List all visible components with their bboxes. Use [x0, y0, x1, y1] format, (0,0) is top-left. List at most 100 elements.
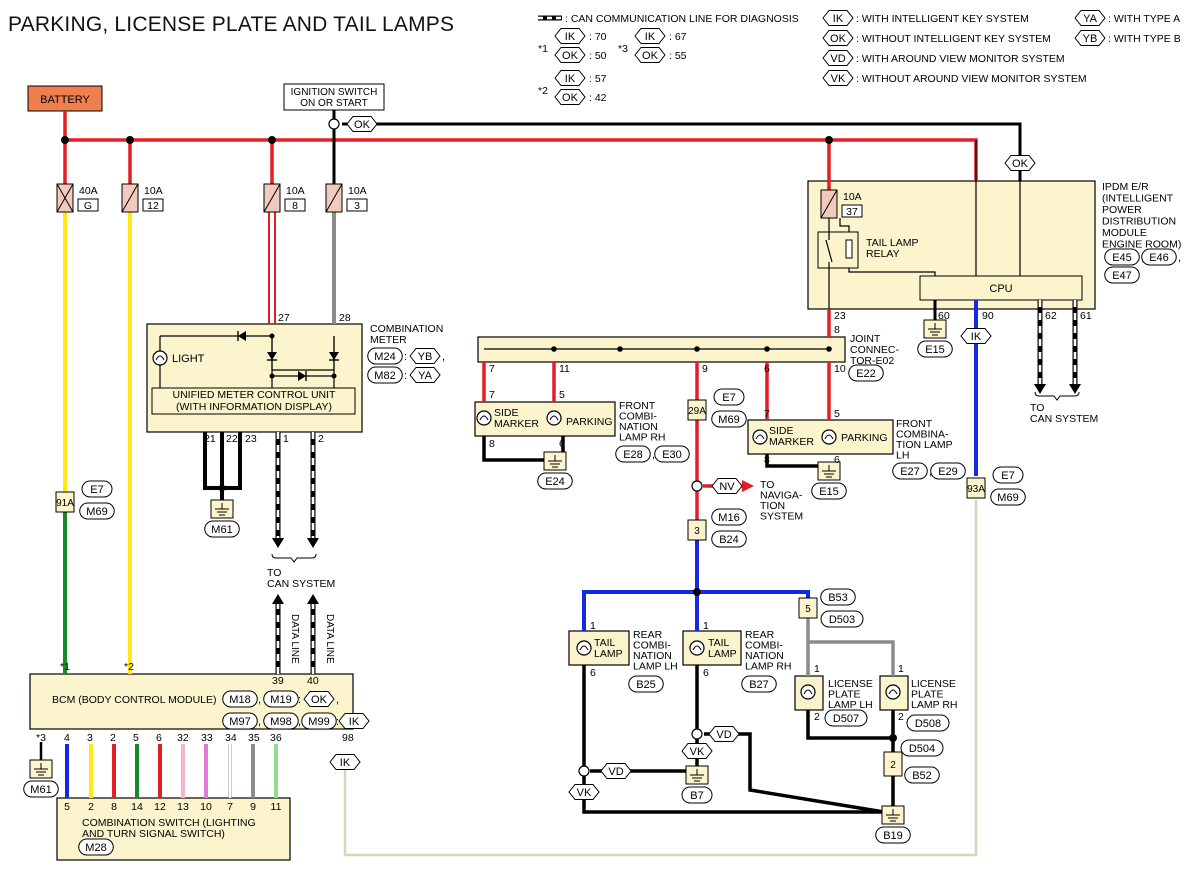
- fuse-id: 3: [354, 200, 360, 212]
- splice-connector-text: M69: [86, 506, 107, 518]
- pin-number: 7: [489, 363, 495, 375]
- bus-dot: [61, 136, 69, 144]
- legend-note-value: : 67: [669, 31, 687, 43]
- blue-splice-dot: [693, 588, 701, 596]
- license-lh-bulb-icon: [800, 684, 816, 700]
- bcm-connector: [263, 690, 299, 708]
- legend-code-tag: [822, 70, 854, 86]
- legend-note-code-text: IK: [565, 73, 576, 85]
- bcm-connector-text: M18: [229, 694, 250, 706]
- ground-connector-text: E24: [545, 476, 565, 488]
- ipdm-connector-text: E46: [1149, 252, 1169, 264]
- navi-junction: [691, 480, 703, 492]
- bulb-filament: [803, 689, 813, 695]
- vd-tag-text: VD: [608, 766, 623, 778]
- front-lh-label: LH: [896, 450, 909, 462]
- pin-number: 5: [64, 801, 70, 813]
- front-lh-connector-text: E29: [938, 466, 958, 478]
- bcm-label: BCM (BODY CONTROL MODULE): [52, 694, 217, 706]
- fuse-slash: [820, 189, 838, 219]
- ipdm-connector: [1104, 248, 1140, 266]
- parts: [29, 118, 1081, 825]
- switch-connector: [78, 838, 114, 856]
- legend-note-mark: *1: [538, 43, 548, 55]
- splice-connector: [904, 766, 940, 784]
- pin-number: 10: [200, 801, 212, 813]
- to-can-label: CAN SYSTEM: [267, 578, 335, 590]
- ipdm-label: (INTELLIGENT: [1102, 193, 1174, 205]
- vd-tag-text: VD: [716, 729, 731, 741]
- legend-note-code: [554, 28, 586, 44]
- ipdm-label: ENGINE ROOM): [1102, 239, 1181, 251]
- pin-number: 40: [307, 675, 319, 687]
- to-can-label: TO: [1030, 402, 1044, 414]
- fuse-slash: [121, 183, 139, 213]
- navi-label: SYSTEM: [760, 511, 803, 523]
- ipdm-label: IPDM E/R: [1102, 181, 1149, 193]
- data-line-label: DATA LINE: [289, 614, 300, 664]
- legend-note-value: : 42: [589, 92, 607, 104]
- splice-5: [798, 597, 818, 619]
- fuse-id: 37: [846, 206, 858, 218]
- splice-connector: [713, 388, 745, 406]
- meter-connector-text: M24: [374, 351, 395, 363]
- meter-connector: [367, 366, 403, 384]
- wire-gray: [806, 618, 895, 676]
- bcm-connector-text: M19: [270, 694, 291, 706]
- fuse-slash: [325, 183, 343, 213]
- front-rh-ground-wire: [482, 436, 555, 462]
- colon: :: [336, 716, 339, 728]
- ground-connector-text: E15: [925, 344, 945, 356]
- license-ground-splice: [889, 734, 897, 742]
- navi-label: NAVIGA-: [760, 490, 803, 502]
- pin-number: 13: [177, 801, 189, 813]
- joint-label: JOINT: [850, 333, 881, 345]
- fuse-rating: 10A: [144, 185, 163, 197]
- ignition-ok-wire: [342, 122, 1022, 181]
- side-marker-label: SIDE: [769, 425, 794, 437]
- navi-arrow-icon: [742, 480, 754, 492]
- meter-control-unit-box: [151, 387, 356, 415]
- legend-note-code: [634, 47, 666, 63]
- pin-number: 1: [703, 620, 709, 632]
- legend-code-text: : WITH TYPE A: [1108, 13, 1180, 25]
- switch-connector-text: M28: [85, 842, 106, 854]
- ground-connector-text: B19: [883, 830, 903, 842]
- vk-tag-text: VK: [690, 746, 705, 758]
- license-lh-connector: [824, 709, 868, 727]
- tail-lamp-bulb-icon: [576, 640, 592, 656]
- pin-number: 98: [342, 732, 354, 744]
- legend-code-tag-text: VD: [830, 53, 845, 65]
- legend-note-code: [554, 70, 586, 86]
- joint-node: [551, 346, 557, 352]
- joint-node: [826, 346, 832, 352]
- pin-number: 8: [834, 324, 840, 336]
- splice-id: 3: [694, 526, 700, 537]
- splice-91a: [55, 491, 75, 513]
- joint-label: CONNEC-: [850, 344, 900, 356]
- ipdm-label: DISTRIBUTION: [1102, 216, 1176, 228]
- splice-connector-text: E7: [722, 392, 735, 404]
- legend-code-tag: [822, 50, 854, 66]
- ground-connector: [537, 472, 573, 490]
- bus-dot: [268, 136, 276, 144]
- joint-connector-text: E22: [856, 368, 876, 380]
- front-rh-label: FRONT: [619, 400, 656, 412]
- splice-connector: [992, 466, 1024, 484]
- diode-icon: [238, 331, 246, 341]
- rear-rh-label: LAMP RH: [745, 661, 792, 673]
- bcm-option-tag: [303, 691, 335, 707]
- can-arrow-icon: [307, 538, 319, 548]
- pin-number: 12: [154, 801, 166, 813]
- pin-number: 60: [938, 310, 950, 322]
- legend-note-code-text: OK: [562, 50, 579, 62]
- splice-connector-text: D504: [909, 743, 935, 755]
- splice-connector-text: M69: [718, 414, 739, 426]
- tail-lamp-label: LAMP: [594, 648, 623, 660]
- front-lh-label: TION LAMP: [896, 439, 953, 451]
- diode-icon: [298, 371, 306, 381]
- pin-number: 2: [318, 433, 324, 445]
- comma: ,: [442, 351, 445, 363]
